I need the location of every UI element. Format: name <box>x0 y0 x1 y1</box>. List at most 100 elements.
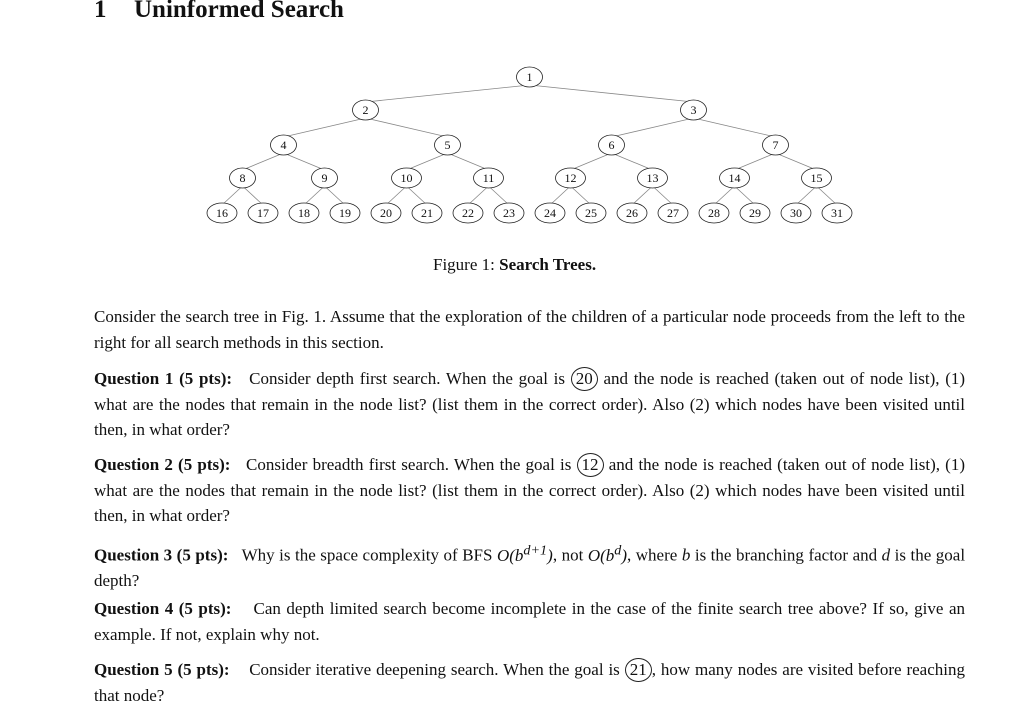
edge-11-23 <box>488 185 510 206</box>
question-3-text-1: Why is the space complexity of BFS <box>241 545 493 565</box>
node-circle <box>516 66 543 88</box>
node-label: 15 <box>811 171 823 185</box>
node-label: 14 <box>729 171 741 185</box>
question-1-label: Question 1 (5 pts): <box>94 369 233 388</box>
node-label: 18 <box>298 206 310 220</box>
edge-12-25 <box>570 185 592 206</box>
node-circle <box>801 167 832 189</box>
node-label: 21 <box>421 206 433 220</box>
question-2-text-after: and the node is reached (taken out of no… <box>94 455 966 525</box>
tree-node-16: 16 <box>206 202 238 224</box>
tree-node-3: 3 <box>680 99 707 121</box>
tree-node-7: 7 <box>762 134 789 156</box>
question-3-math-4: d <box>881 545 891 565</box>
question-3-text-3: , where <box>627 545 678 565</box>
edge-9-18 <box>303 185 325 206</box>
node-circle <box>311 167 338 189</box>
node-label: 2 <box>363 103 369 117</box>
edge-13-27 <box>652 185 674 206</box>
node-circle <box>739 202 771 224</box>
node-label: 3 <box>691 103 697 117</box>
section-number: 1 <box>94 0 107 23</box>
node-circle <box>493 202 525 224</box>
node-label: 9 <box>322 171 328 185</box>
node-circle <box>637 167 668 189</box>
tree-node-21: 21 <box>411 202 443 224</box>
node-label: 7 <box>773 138 779 152</box>
node-circle <box>657 202 689 224</box>
edge-2-4 <box>283 117 366 138</box>
tree-node-23: 23 <box>493 202 525 224</box>
tree-node-31: 31 <box>821 202 853 224</box>
edge-1-2 <box>365 84 530 103</box>
node-circle <box>473 167 504 189</box>
question-5-goal-node: 21 <box>624 658 652 682</box>
tree-node-1: 1 <box>516 66 543 88</box>
tree-edges <box>221 84 838 206</box>
node-circle <box>270 134 297 156</box>
node-circle <box>247 202 279 224</box>
edge-13-26 <box>631 185 653 206</box>
tree-node-5: 5 <box>434 134 461 156</box>
tree-node-14: 14 <box>719 167 750 189</box>
intro-paragraph: Consider the search tree in Fig. 1. Assu… <box>94 307 965 352</box>
node-circle <box>352 99 379 121</box>
question-2-label: Question 2 (5 pts): <box>94 455 231 474</box>
question-3-math-3: b <box>681 545 691 565</box>
node-label: 22 <box>462 206 474 220</box>
question-5-text-after: , how many nodes are visited before reac… <box>94 660 965 705</box>
node-label: 8 <box>240 171 246 185</box>
node-circle <box>370 202 402 224</box>
node-circle <box>534 202 566 224</box>
caption-text: Search Trees. <box>499 255 597 274</box>
question-2-text-before: Consider breadth first search. When the … <box>246 455 572 474</box>
question-1-text-before: Consider depth first search. When the go… <box>249 369 566 388</box>
edge-10-20 <box>385 185 407 206</box>
tree-node-19: 19 <box>329 202 361 224</box>
edge-5-11 <box>447 152 489 171</box>
node-label: 1 <box>527 70 533 84</box>
edge-11-22 <box>467 185 489 206</box>
node-circle <box>762 134 789 156</box>
edge-8-17 <box>242 185 264 206</box>
edge-6-12 <box>570 152 612 171</box>
node-label: 23 <box>503 206 515 220</box>
tree-node-24: 24 <box>534 202 566 224</box>
tree-node-15: 15 <box>801 167 832 189</box>
node-circle <box>411 202 443 224</box>
tree-node-11: 11 <box>473 167 504 189</box>
question-5-label: Question 5 (5 pts): <box>94 660 230 679</box>
tree-node-9: 9 <box>311 167 338 189</box>
tree-node-12: 12 <box>555 167 586 189</box>
edge-2-5 <box>365 117 448 138</box>
question-4: Question 4 (5 pts): Can depth limited se… <box>94 596 965 647</box>
edge-7-15 <box>775 152 817 171</box>
question-1: Question 1 (5 pts): Consider depth first… <box>94 366 965 443</box>
edge-4-8 <box>242 152 284 171</box>
node-circle <box>329 202 361 224</box>
node-circle <box>698 202 730 224</box>
node-circle <box>575 202 607 224</box>
node-label: 6 <box>609 138 615 152</box>
node-label: 12 <box>565 171 577 185</box>
question-3: Question 3 (5 pts): Why is the space com… <box>94 538 965 594</box>
tree-node-10: 10 <box>391 167 422 189</box>
edge-3-6 <box>611 117 694 138</box>
tree-node-28: 28 <box>698 202 730 224</box>
node-circle <box>452 202 484 224</box>
question-3-text-2: , not <box>552 545 584 565</box>
edge-9-19 <box>324 185 346 206</box>
node-label: 29 <box>749 206 761 220</box>
node-label: 31 <box>831 206 843 220</box>
edge-5-10 <box>406 152 448 171</box>
node-label: 26 <box>626 206 638 220</box>
question-2: Question 2 (5 pts): Consider breadth fir… <box>94 452 965 529</box>
node-circle <box>288 202 320 224</box>
edge-14-29 <box>734 185 756 206</box>
node-circle <box>780 202 812 224</box>
question-4-text: Can depth limited search become incomple… <box>94 599 965 644</box>
tree-node-2: 2 <box>352 99 379 121</box>
